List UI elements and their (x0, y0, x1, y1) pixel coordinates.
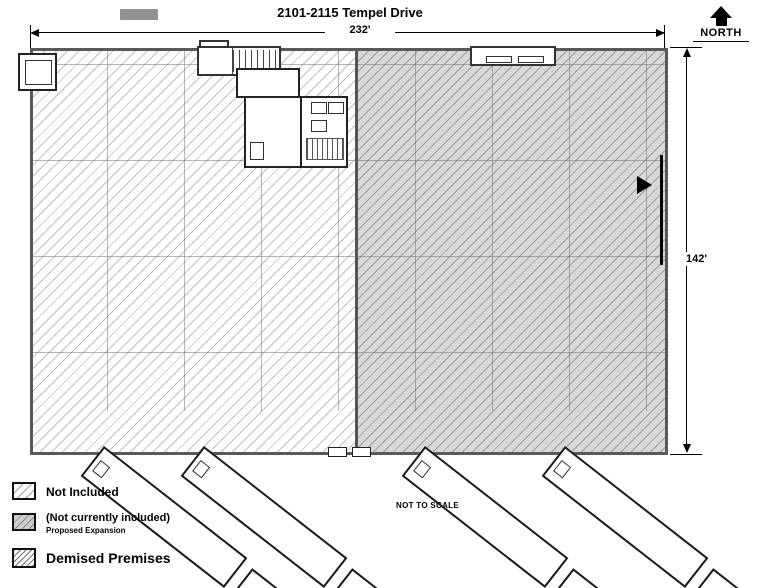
dimension-arrow-left-icon (30, 29, 39, 37)
dimension-extension-left (30, 25, 31, 48)
north-label: NORTH (700, 27, 742, 39)
legend-label-not-currently-included: (Not currently included) (46, 512, 171, 524)
height-dimension-label: 142' (684, 252, 709, 266)
height-dimension-line (686, 52, 687, 451)
entry-door (518, 56, 544, 63)
demising-wall (355, 51, 358, 452)
stair-treads (233, 50, 277, 72)
legend-label-not-included: Not Included (46, 485, 119, 499)
core-partition (300, 96, 302, 168)
width-dimension-label: 232' (325, 24, 395, 36)
building-outline (30, 48, 668, 455)
restroom-core (236, 68, 348, 168)
dimension-extension-bottom (670, 454, 702, 455)
trailer-rear-detail (192, 459, 211, 479)
north-arrow-icon (710, 6, 732, 18)
legend-swatch-not-included (12, 482, 36, 500)
truck-cab (234, 568, 278, 588)
north-underline (693, 41, 749, 42)
core-fixture (250, 142, 264, 160)
core-stair-treads (306, 138, 344, 160)
truck-trailer (401, 446, 569, 588)
column-grid (33, 51, 665, 411)
dock-leveler (328, 447, 347, 457)
stair-divider (232, 48, 233, 74)
redacted-logo (120, 9, 158, 20)
truck-cab (555, 568, 599, 588)
trailer-rear-detail (553, 459, 572, 479)
north-indicator: NORTH (690, 6, 752, 42)
trailer-rear-detail (92, 459, 111, 479)
legend-swatch-demised-premises (12, 548, 36, 568)
not-to-scale-note: NOT TO SCALE (396, 501, 460, 510)
dimension-arrow-up-icon (683, 48, 691, 57)
trailer-rear-detail (413, 459, 432, 479)
entry-triangle-icon (637, 176, 652, 194)
core-fixture (311, 102, 327, 114)
dimension-arrow-right-icon (656, 29, 665, 37)
dimension-extension-top (670, 47, 702, 48)
vestibule-inner-wall (25, 60, 52, 85)
legend-sublabel-proposed-expansion: Proposed Expansion (46, 526, 126, 535)
legend-label-demised-premises: Demised Premises (46, 550, 171, 566)
northwest-vestibule (18, 53, 57, 91)
dimension-extension-right (664, 25, 665, 48)
core-fixture (311, 120, 327, 132)
east-wall-marker (660, 155, 663, 265)
legend-swatch-proposed-expansion (12, 513, 36, 531)
east-entry-vestibule (470, 46, 556, 66)
core-room-upper (236, 68, 300, 98)
dimension-arrow-down-icon (683, 444, 691, 453)
north-arrow-stem (715, 18, 727, 26)
dock-leveler (352, 447, 371, 457)
core-fixture (328, 102, 344, 114)
truck-cab (334, 568, 378, 588)
entry-door (486, 56, 512, 63)
truck-cab (695, 568, 739, 588)
page-title: 2101-2115 Tempel Drive (277, 5, 423, 20)
